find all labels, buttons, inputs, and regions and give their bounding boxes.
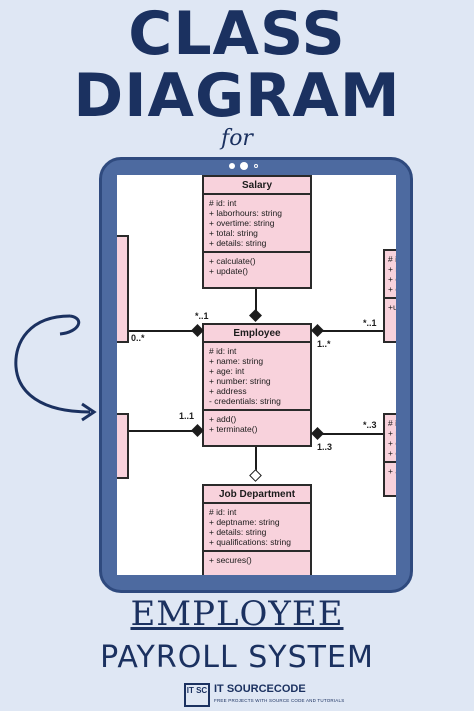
camera-dot-icon	[254, 164, 258, 168]
title-line-2: DIAGRAM	[73, 61, 401, 131]
right-bottom-attribute: + n	[388, 428, 396, 438]
right-top-methods: +u	[385, 297, 396, 315]
right-top-attribute: # i	[388, 254, 396, 264]
logo-name: IT SOURCECODE	[214, 683, 306, 695]
job-department-attributes: # id: int + deptname: string + details: …	[204, 504, 310, 550]
right-top-class-box: # i + n + c + c +u	[383, 249, 396, 343]
diagram-screen: Salary # id: int + laborhours: string + …	[117, 175, 396, 575]
left-top-line	[129, 330, 201, 332]
right-top-line	[313, 330, 385, 332]
right-top-method: +u	[388, 302, 396, 312]
employee-class-name: Employee	[204, 325, 310, 343]
employee-attribute: - credentials: string	[209, 396, 281, 406]
camera-dot-icon	[229, 163, 235, 169]
salary-method: + update()	[209, 266, 248, 276]
job-department-class-name: Job Department	[204, 486, 310, 504]
employee-method: + add()	[209, 414, 237, 424]
employee-attribute: + number: string	[209, 376, 271, 386]
right-top-attribute: + n	[388, 264, 396, 274]
left-top-class-box	[117, 235, 129, 343]
job-department-attribute: + qualifications: string	[209, 537, 291, 547]
salary-attribute: + total: string	[209, 228, 258, 238]
employee-jobdept-line	[255, 447, 257, 473]
footer-title-1: EMPLOYEE	[130, 594, 344, 634]
salary-attribute: + laborhours: string	[209, 208, 282, 218]
right-top-attribute: + c	[388, 274, 396, 284]
employee-method: + terminate()	[209, 424, 258, 434]
composition-diamond-icon	[249, 309, 262, 322]
job-department-methods: + secures()	[204, 550, 310, 568]
logo-tagline: FREE PROJECTS WITH SOURCE CODE AND TUTOR…	[214, 698, 345, 703]
salary-attribute: + details: string	[209, 238, 267, 248]
right-top-attributes: # i + n + c + c	[385, 251, 396, 297]
salary-methods: + calculate() + update()	[204, 251, 310, 279]
salary-class-box: Salary # id: int + laborhours: string + …	[202, 175, 312, 289]
job-department-attribute: + deptname: string	[209, 517, 280, 527]
right-bottom-attribute: + c	[388, 448, 396, 458]
right-bottom-methods: + a	[385, 461, 396, 479]
logo-mark-icon: IT SC	[184, 683, 210, 707]
employee-attribute: # id: int	[209, 346, 237, 356]
left-bottom-class-box	[117, 413, 129, 479]
multiplicity-label: 1..1	[179, 411, 195, 421]
employee-attribute: + age: int	[209, 366, 245, 376]
curved-arrow-icon	[14, 314, 97, 422]
right-bottom-class-box: # i + n + c + c + a	[383, 413, 396, 497]
title-line-1: CLASS	[128, 0, 346, 69]
right-bottom-attributes: # i + n + c + c	[385, 415, 396, 461]
multiplicity-label: *..1	[195, 311, 209, 321]
employee-attribute: + name: string	[209, 356, 264, 366]
salary-attribute: + overtime: string	[209, 218, 275, 228]
aggregation-diamond-icon	[249, 469, 262, 482]
right-top-attribute: + c	[388, 284, 396, 294]
employee-methods: + add() + terminate()	[204, 409, 310, 437]
left-bottom-line	[129, 430, 201, 432]
salary-method: + calculate()	[209, 256, 256, 266]
multiplicity-label: *..3	[363, 420, 377, 430]
right-bottom-attribute: # i	[388, 418, 396, 428]
employee-attributes: # id: int + name: string + age: int + nu…	[204, 343, 310, 409]
multiplicity-label: 1..3	[317, 442, 333, 452]
salary-employee-line	[255, 289, 257, 317]
job-department-class-box: Job Department # id: int + deptname: str…	[202, 484, 312, 575]
multiplicity-label: *..1	[363, 318, 377, 328]
composition-diamond-icon	[311, 427, 324, 440]
multiplicity-label: 1..*	[317, 339, 331, 349]
multiplicity-label: 0..*	[131, 333, 145, 343]
right-bottom-attribute: + c	[388, 438, 396, 448]
job-department-method: + secures()	[209, 555, 252, 565]
camera-dot-icon	[240, 162, 248, 170]
employee-class-box: Employee # id: int + name: string + age:…	[202, 323, 312, 447]
job-department-attribute: # id: int	[209, 507, 237, 517]
footer-title-2: PAYROLL SYSTEM	[100, 640, 374, 675]
right-bottom-line	[313, 433, 385, 435]
job-department-attribute: + details: string	[209, 527, 267, 537]
salary-class-name: Salary	[204, 177, 310, 195]
salary-attributes: # id: int + laborhours: string + overtim…	[204, 195, 310, 251]
right-bottom-method: + a	[388, 466, 396, 476]
composition-diamond-icon	[311, 324, 324, 337]
salary-attribute: # id: int	[209, 198, 237, 208]
title-connector: for	[221, 126, 253, 151]
employee-attribute: + address	[209, 386, 247, 396]
